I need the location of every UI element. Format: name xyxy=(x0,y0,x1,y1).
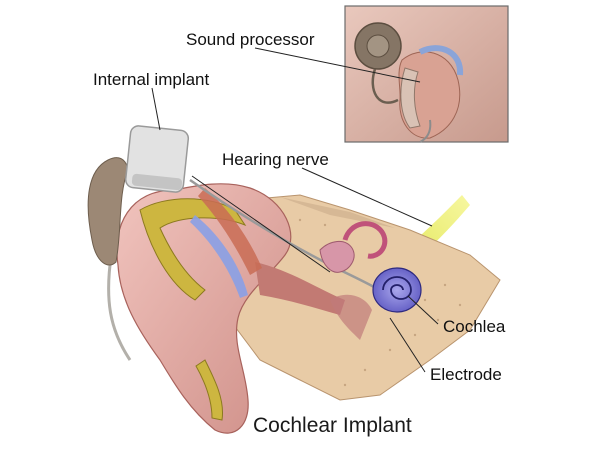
label-hearing-nerve: Hearing nerve xyxy=(222,150,329,169)
cochlea-shape xyxy=(372,267,422,313)
inset-coil-center xyxy=(366,34,390,58)
inset-coil-cable xyxy=(371,68,399,104)
behind-ear-processor xyxy=(87,157,129,266)
leader-sound-processor xyxy=(254,47,421,83)
inset-processor-body xyxy=(400,67,421,129)
label-sound-processor: Sound processor xyxy=(186,30,315,49)
inset-panel xyxy=(344,5,509,143)
internal-implant-edge xyxy=(131,173,183,191)
muscle-tissue xyxy=(198,188,262,275)
inset-processor-hook xyxy=(418,45,464,76)
leader-internal-implant xyxy=(151,87,161,131)
ear-canal xyxy=(255,262,345,315)
periosteum-layer xyxy=(190,215,248,298)
middle-ear-tissue xyxy=(330,294,372,340)
leader-hearing-nerve xyxy=(301,167,433,227)
skull-shadow xyxy=(280,197,395,228)
label-cochlea: Cochlea xyxy=(443,317,506,336)
label-internal-implant: Internal implant xyxy=(93,70,210,89)
inset-processor-cable xyxy=(419,119,432,143)
diagram-caption: Cochlear Implant xyxy=(253,414,412,437)
leader-electrode xyxy=(389,317,426,373)
leader-cochlea xyxy=(407,295,439,325)
leader-lines xyxy=(151,47,439,373)
label-electrode: Electrode xyxy=(430,365,502,384)
leader-internal-lead xyxy=(191,175,331,273)
ear-cartilage-lower xyxy=(195,359,224,421)
ossicles xyxy=(319,241,355,273)
semicircular-canals xyxy=(342,221,388,259)
